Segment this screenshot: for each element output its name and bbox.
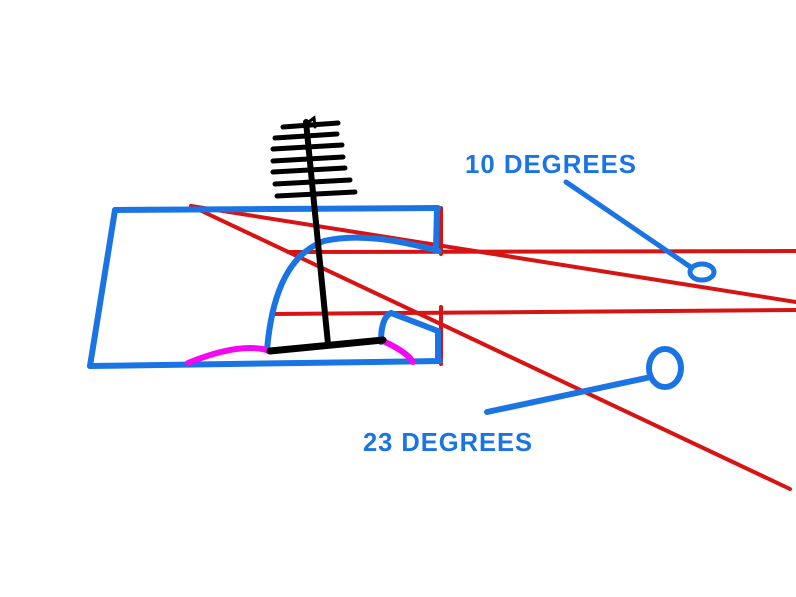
- angle-marker-circle-23-degrees: [646, 346, 684, 390]
- antenna-rung-2: [272, 131, 340, 141]
- red-upper-angle-diagonal-line: [189, 204, 796, 304]
- antenna-rung-4: [270, 154, 346, 164]
- antenna-rung-6: [272, 177, 353, 187]
- antenna-rung-7: [274, 189, 358, 199]
- antenna-rung-1: [280, 120, 341, 130]
- antenna-rung-5: [270, 165, 348, 175]
- base-keel-line: [266, 336, 387, 355]
- antenna-top-flag: [301, 115, 317, 129]
- angle-marker-ellipse-10-degrees: [687, 261, 717, 283]
- antenna-mast-line: [303, 119, 331, 347]
- box-bottom-edge: [87, 358, 443, 369]
- antenna-rung-3: [270, 142, 345, 152]
- magenta-left-curve: [185, 344, 272, 366]
- magenta-right-curve: [380, 338, 416, 365]
- box-left-edge: [87, 207, 118, 369]
- dome-curve: [264, 234, 442, 353]
- pointer-line-10-degrees: [563, 179, 695, 271]
- label-10-degrees: 10 DEGREES: [465, 149, 637, 179]
- pointer-line-23-degrees: [484, 374, 654, 415]
- box-right-edge-upper: [433, 206, 440, 251]
- label-23-degrees: 23 DEGREES: [363, 427, 533, 457]
- red-upper-horizontal-line: [286, 249, 796, 254]
- red-lower-horizontal-line: [270, 308, 796, 316]
- box-top-edge: [112, 205, 441, 213]
